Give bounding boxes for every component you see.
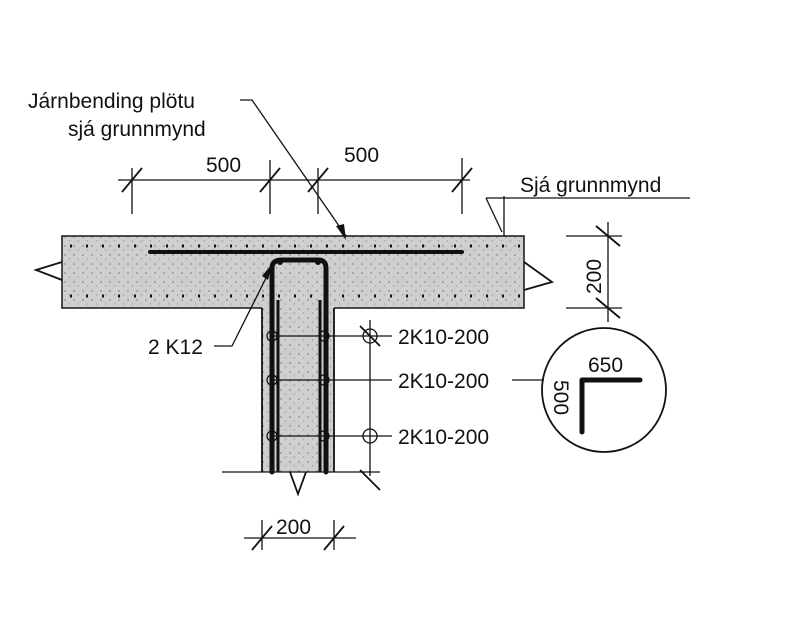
concrete-section [33,235,555,497]
slab-concrete [61,235,525,309]
dimension-wall-width: 200 [276,516,311,539]
bend-bar-shape [579,377,643,435]
slab-break-left [33,261,63,281]
wall-bar-section [266,430,278,442]
slab-reinforcement-label-line2: sjá grunnmynd [68,118,206,141]
wall-bar-section [266,374,278,386]
wall-bar-section [318,430,330,442]
tick-mark [259,167,281,193]
top-dimension: 500 500 [118,144,473,214]
reinforcement [70,244,520,475]
wall-break-bottom [289,471,307,497]
leader-arrowhead [262,264,272,280]
bend-vertical-dimension: 500 [549,380,572,415]
leader-line [240,99,347,237]
see-plan-note: Sjá grunnmynd [485,174,690,236]
wall-bar-notes: 2K10-200 2K10-200 2K10-200 [266,320,544,491]
tick-mark [121,167,143,193]
tick-mark [595,297,621,319]
see-plan-leader [485,197,503,233]
dimension-top-left: 500 [206,154,241,177]
tick-mark [451,167,473,193]
bent-bar-top [269,257,329,475]
bend-horizontal-dimension: 650 [588,354,623,377]
stirrup-label-1: 2K10-200 [398,326,489,349]
leader-line [214,269,271,347]
wall-width-dimension: 200 [244,516,356,551]
stirrup-label-2: 2K10-200 [398,370,489,393]
tick-mark [251,525,273,551]
top-bars-note: 2 K12 [148,264,272,359]
dimension-top-right: 500 [344,144,379,167]
dimension-slab-thickness: 200 [583,259,606,294]
bend-detail: 650 500 [541,327,667,453]
slab-reinforcement-label-line1: Járnbending plötu [28,90,195,113]
wall-bar-section [266,330,278,342]
wall-bar-section [318,374,330,386]
tick-mark [359,325,381,347]
wall-bar-section [318,330,330,342]
tick-mark [359,469,381,491]
slab-break-right [523,261,555,291]
tick-mark [323,525,345,551]
see-plan-label: Sjá grunnmynd [520,174,661,197]
slab-thickness-dimension: 200 [566,222,622,322]
slab-reinforcement-note: Járnbending plötu sjá grunnmynd [28,90,347,240]
bend-detail-circle [541,327,667,453]
bar-section-dot [315,259,321,265]
tick-mark [595,225,621,247]
bar-section-dot [277,259,283,265]
top-bars-label: 2 K12 [148,336,203,359]
tick-mark [307,167,329,193]
leader-arrowhead [336,224,346,240]
stirrup-label-3: 2K10-200 [398,426,489,449]
